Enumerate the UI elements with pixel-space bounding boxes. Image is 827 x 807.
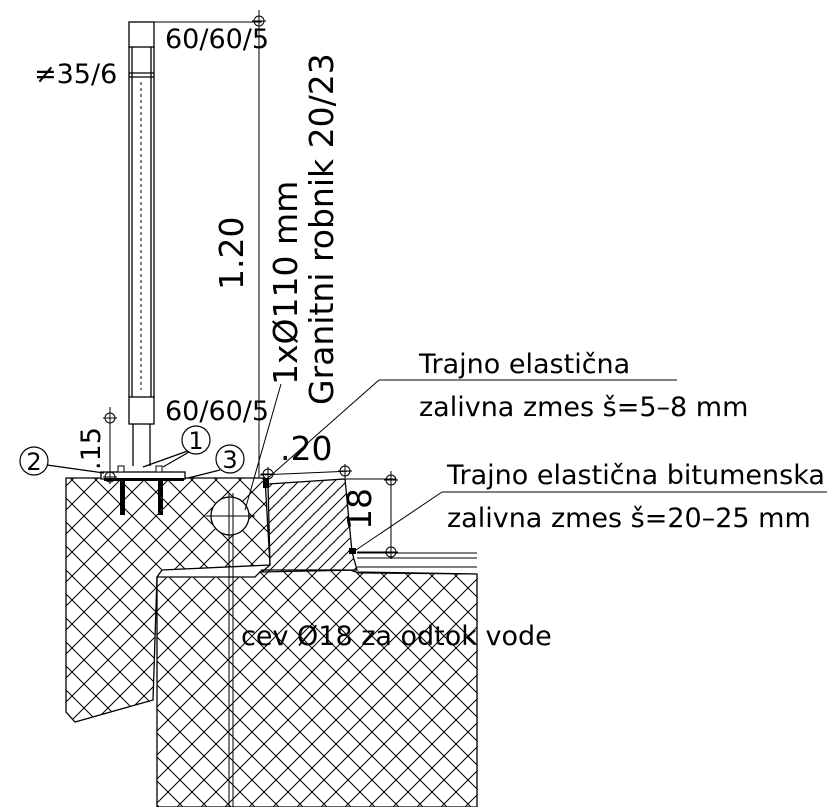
sealant-joint-1 [263,478,269,488]
drain-pipe-label: cev Ø18 za odtok vode [241,621,552,652]
svg-text:3: 3 [222,446,237,474]
callout-2: 3 [187,444,245,479]
steel-post [128,21,155,466]
svg-text:2: 2 [26,448,41,476]
lower-concrete-block [156,569,478,807]
top-section-label: 60/60/5 [165,24,269,55]
kerb-height-label: 18 [340,488,379,530]
tube-label: ≠35/6 [34,59,117,90]
asphalt-layers [356,552,478,575]
callout-1: 1 [142,425,211,468]
sealant-2-line2: zalivna zmes š=20–25 mm [447,503,811,534]
bottom-section-label: 60/60/5 [165,396,269,427]
callout-markers: 1 3 2 [19,425,245,479]
sealant-1-line1: Trajno elastična [418,349,630,380]
callout-3: 2 [19,446,105,476]
drain-pipe-symbol [206,493,255,807]
sealant-1-line2: zalivna zmes š=5–8 mm [419,392,748,423]
post-height-label: 1.20 [212,217,251,290]
sealant-joint-2 [349,548,356,554]
base-plate [100,465,186,515]
kerb-width-label: .20 [280,429,332,468]
kerb-label: Granitni robnik 20/23 [302,53,341,405]
pipe-label: 1xØ110 mm [266,181,305,385]
svg-text:1: 1 [188,427,203,455]
sealant-2-line1: Trajno elastična bitumenska [446,460,825,491]
base-height-label: .15 [76,427,107,470]
dimension-lines [103,10,827,559]
